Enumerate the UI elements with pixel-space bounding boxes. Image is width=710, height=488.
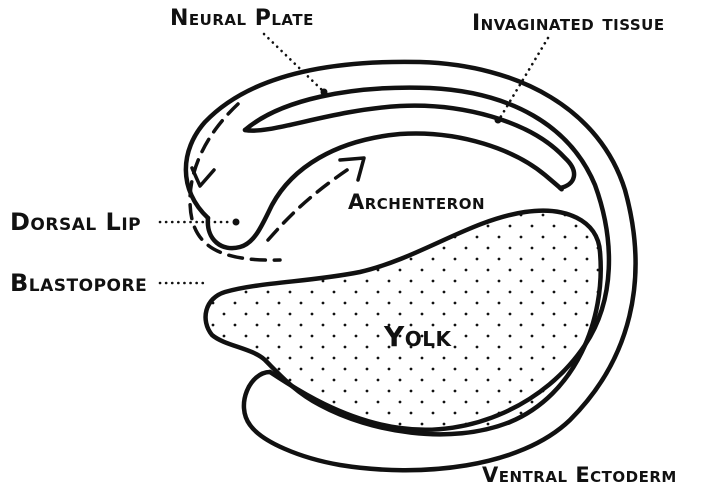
label-dorsal-lip: Dorsal Lip <box>10 208 141 236</box>
label-neural-plate: Neural Plate <box>170 6 314 31</box>
movement-arrowhead-up <box>340 158 364 180</box>
label-invaginated-tissue: Invaginated tissue <box>472 11 665 36</box>
pointer-invaginated-tissue <box>495 117 502 124</box>
pointer-dorsal-lip <box>233 219 240 226</box>
label-blastopore: Blastopore <box>10 269 147 297</box>
label-yolk: Yolk <box>383 320 453 353</box>
label-archenteron: Archenteron <box>348 190 485 214</box>
pointer-neural-plate <box>321 89 328 96</box>
label-ventral-ectoderm: Ventral Ectoderm <box>482 463 677 487</box>
movement-arrow-up <box>268 168 350 240</box>
